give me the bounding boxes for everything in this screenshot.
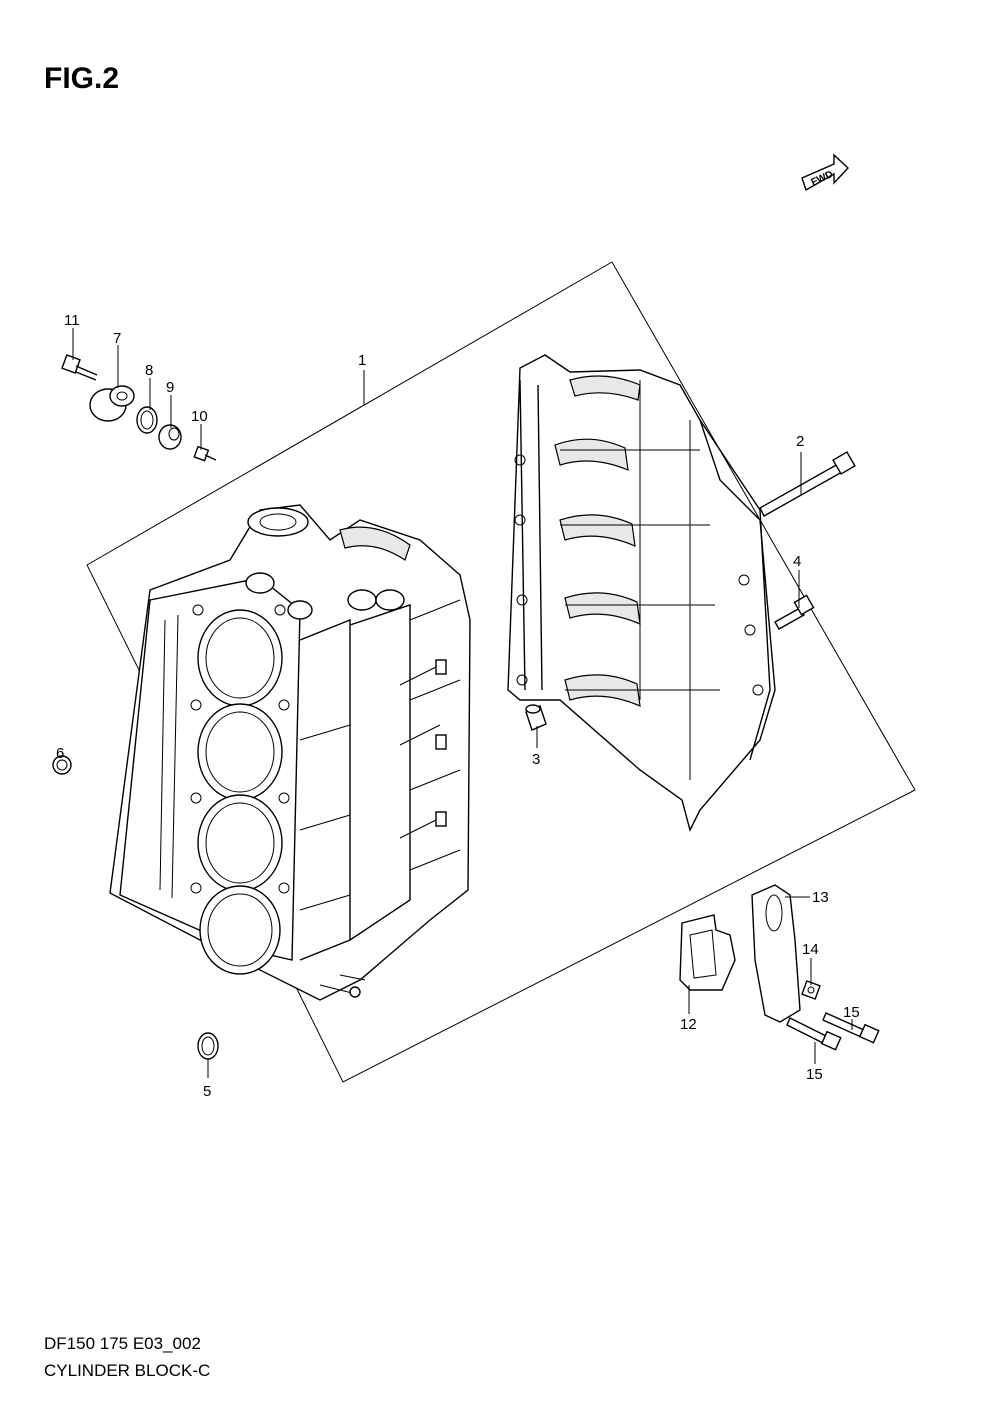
callout-12: 12 — [680, 1016, 697, 1033]
callout-3: 3 — [532, 751, 540, 768]
leader-lines — [72, 328, 853, 1078]
bolt-part-2[interactable] — [759, 451, 856, 517]
nut-part-14[interactable] — [801, 980, 821, 1000]
callout-2: 2 — [796, 433, 804, 450]
callout-11: 11 — [64, 312, 80, 329]
callout-7: 7 — [113, 330, 121, 347]
callout-5: 5 — [203, 1083, 211, 1100]
crankcase[interactable] — [507, 354, 776, 832]
callout-8: 8 — [145, 362, 153, 379]
fwd-badge-label: FWD — [810, 169, 835, 188]
figure-title: FIG.2 — [44, 62, 120, 95]
dowel-part-3[interactable] — [525, 704, 547, 731]
callout-6: 6 — [56, 745, 64, 762]
plate-part-13[interactable] — [751, 884, 801, 1023]
callout-labels: 1 2 3 4 5 6 7 8 9 10 11 12 13 14 15 15 — [56, 312, 860, 1100]
bolt-part-11[interactable] — [61, 354, 98, 381]
bracket-part-12[interactable] — [679, 914, 736, 991]
callout-13: 13 — [812, 889, 829, 906]
figure-code: DF150 175 E03_002 — [44, 1334, 201, 1353]
bolt-part-4[interactable] — [774, 594, 815, 630]
mount-part-7[interactable] — [89, 385, 135, 422]
bolt-part-10[interactable] — [193, 445, 217, 462]
collar-part-9[interactable] — [158, 424, 182, 450]
callout-10: 10 — [191, 408, 208, 425]
o-ring-part-6[interactable] — [52, 755, 72, 775]
o-ring-part-8[interactable] — [136, 406, 158, 434]
cylinder-block[interactable] — [109, 504, 471, 1001]
figure-name: CYLINDER BLOCK-C — [44, 1361, 211, 1380]
callout-15b: 15 — [806, 1066, 823, 1083]
fwd-arrow-icon: FWD — [801, 153, 849, 192]
bolt-part-15a[interactable] — [822, 1012, 880, 1044]
callout-1: 1 — [358, 352, 366, 369]
callout-9: 9 — [166, 379, 174, 396]
callout-14: 14 — [802, 941, 819, 958]
bolt-part-15b[interactable] — [786, 1017, 842, 1051]
callout-4: 4 — [793, 553, 801, 570]
callout-15a: 15 — [843, 1004, 860, 1021]
o-ring-part-5[interactable] — [197, 1032, 219, 1060]
